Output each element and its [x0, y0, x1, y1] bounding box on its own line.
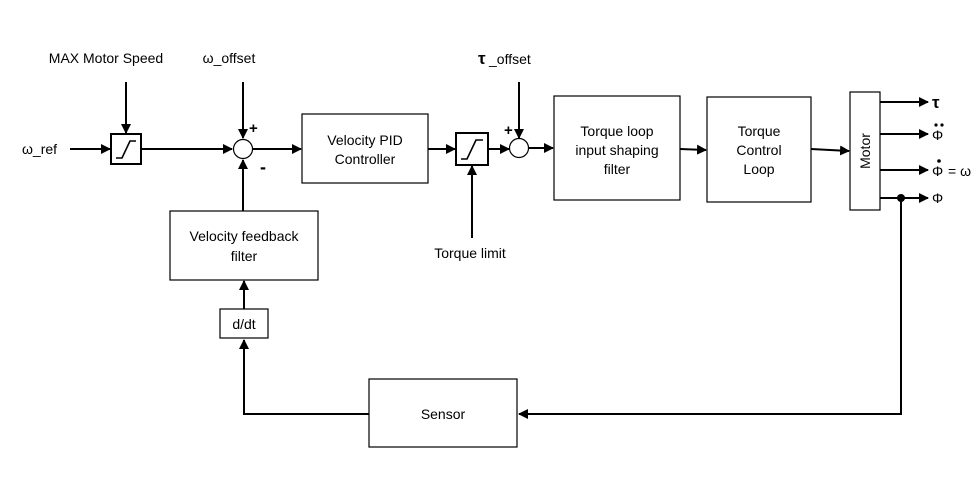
- saturation-icon: [116, 140, 136, 159]
- velocity-feedback-filter-line2: filter: [231, 248, 258, 264]
- torque-filter-box: [553, 95, 681, 201]
- omega-offset-label: ω_offset: [203, 50, 256, 66]
- torque-control-line1: Torque: [738, 123, 781, 139]
- velocity-pid-block[interactable]: Velocity PID Controller: [301, 113, 429, 184]
- motor-label: Motor: [857, 133, 873, 169]
- velocity-summing-junction[interactable]: + -: [232, 120, 267, 177]
- velocity-feedback-filter-box: [169, 210, 319, 281]
- sensor-label: Sensor: [421, 406, 466, 422]
- derivative-label: d/dt: [232, 316, 255, 332]
- saturation-icon: [461, 139, 483, 160]
- torque-limit-label: Torque limit: [434, 245, 506, 261]
- velocity-pid-line1: Velocity PID: [327, 132, 402, 148]
- speed-saturation-block[interactable]: [110, 133, 142, 165]
- control-to-motor-wire: [810, 145, 850, 156]
- tau-output-label: τ: [932, 93, 940, 112]
- dot-mark: [940, 123, 944, 127]
- feedback-to-sensor-wire: [518, 198, 902, 419]
- phi-ddot-output-label: Φ: [932, 123, 944, 143]
- torque-input-shaping-filter-block[interactable]: Torque loop input shaping filter: [553, 95, 681, 201]
- phi-output-label: Φ: [932, 190, 943, 206]
- junction-circle: [232, 138, 254, 160]
- velocity-feedback-filter-block[interactable]: Velocity feedback filter: [169, 210, 319, 281]
- omega-ref-label: ω_ref: [22, 141, 57, 157]
- minus-sign: -: [260, 157, 266, 177]
- sensor-box: [368, 378, 518, 448]
- junction-circle: [508, 137, 530, 159]
- torque-control-line3: Loop: [743, 161, 774, 177]
- plus-sign: +: [504, 122, 513, 139]
- tau-offset-label: τ _offset: [478, 49, 531, 68]
- dot-mark: [934, 123, 938, 127]
- torque-filter-line3: filter: [604, 161, 631, 177]
- phi-ddot-symbol: Φ: [932, 127, 943, 143]
- torque-filter-line1: Torque loop: [580, 123, 653, 139]
- torque-control-box: [706, 96, 812, 203]
- velocity-pid-box: [301, 113, 429, 184]
- derivative-block[interactable]: d/dt: [219, 308, 269, 339]
- phi-dot-output-label: Φ = ω: [932, 159, 971, 179]
- dot-mark: [937, 159, 941, 163]
- torque-filter-line2: input shaping: [575, 142, 658, 158]
- tau-symbol: τ: [478, 49, 486, 68]
- max-motor-speed-label: MAX Motor Speed: [49, 50, 163, 66]
- velocity-feedback-filter-line1: Velocity feedback: [190, 228, 300, 244]
- phi-dot-symbol: Φ: [932, 163, 943, 179]
- filter-to-control-wire: [679, 144, 707, 155]
- plus-sign: +: [249, 120, 258, 137]
- motor-block[interactable]: Motor: [849, 91, 881, 211]
- torque-control-line2: Control: [736, 142, 781, 158]
- derivative-box: [219, 308, 269, 339]
- sensor-block[interactable]: Sensor: [368, 378, 518, 448]
- motor-box: [849, 91, 881, 211]
- sensor-to-derivative-wire: [239, 339, 369, 415]
- tau-offset-suffix: _offset: [488, 51, 531, 67]
- torque-summing-junction[interactable]: +: [504, 122, 530, 159]
- torque-control-loop-block[interactable]: Torque Control Loop: [706, 96, 812, 203]
- velocity-pid-line2: Controller: [335, 151, 396, 167]
- phi-dot-equals-omega: = ω: [948, 163, 971, 179]
- torque-saturation-block[interactable]: [455, 132, 489, 166]
